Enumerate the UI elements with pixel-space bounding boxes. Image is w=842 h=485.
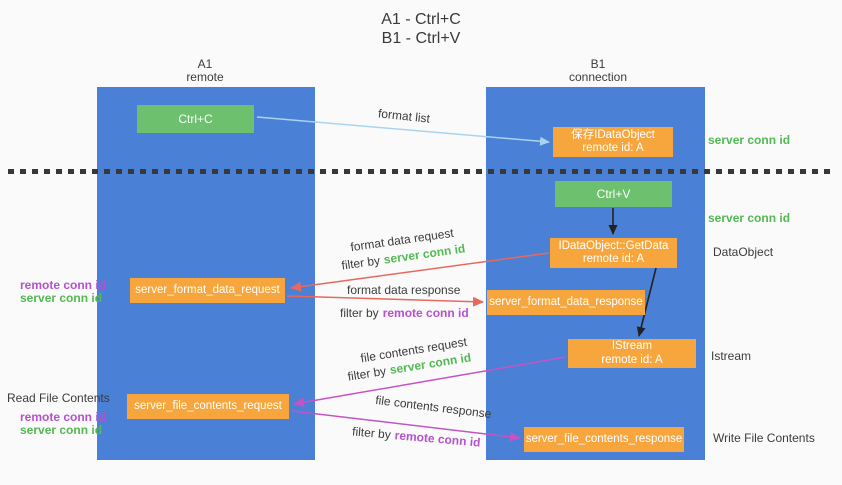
filter-by-remote-conn-id: remote conn id <box>394 428 482 450</box>
node-server-file-contents-response-label: server_file_contents_response <box>525 432 683 445</box>
node-istream-line2: remote id: A <box>601 353 663 366</box>
node-save-idataobject: 保存IDataObject remote id: A <box>553 127 673 157</box>
filter-by-remote-conn-id: remote conn id <box>382 306 469 320</box>
label-format-list: format list <box>377 106 431 126</box>
diagram-title: A1 - Ctrl+C B1 - Ctrl+V <box>0 10 842 48</box>
node-save-idataobject-line2: remote id: A <box>582 142 644 154</box>
node-getdata-line1: IDataObject::GetData <box>558 239 669 252</box>
label-read-file-contents: Read File Contents <box>7 391 110 405</box>
node-server-file-contents-response: server_file_contents_response <box>524 427 684 452</box>
filter-by-text: filter by <box>351 424 392 442</box>
label-format-data-response: format data response <box>347 283 461 297</box>
filter-by-text: filter by <box>340 253 381 273</box>
title-line-2: B1 - Ctrl+V <box>381 30 461 47</box>
node-ctrl-c-label: Ctrl+C <box>178 112 213 126</box>
node-server-format-data-response-label: server_format_data_response <box>489 295 643 308</box>
node-server-file-contents-request: server_file_contents_request <box>127 394 289 419</box>
node-ctrl-v: Ctrl+V <box>555 181 672 207</box>
lifeline-a1-role: remote <box>186 70 224 84</box>
lifeline-a1-name: A1 <box>197 57 213 71</box>
lifeline-header-b1: B1 connection <box>533 58 663 84</box>
label-server-conn-id-4: server conn id <box>20 423 103 437</box>
title-line-1: A1 - Ctrl+C <box>381 11 461 28</box>
label-server-conn-id-3: server conn id <box>20 291 103 305</box>
node-server-format-data-request: server_format_data_request <box>130 278 285 303</box>
dashed-divider <box>8 169 836 174</box>
node-istream-line1: IStream <box>611 340 653 352</box>
node-istream: IStream remote id: A <box>568 339 696 368</box>
node-ctrl-c: Ctrl+C <box>137 105 254 133</box>
lifeline-b1-role: connection <box>568 70 628 84</box>
lifeline-b1-name: B1 <box>590 57 606 71</box>
node-server-file-contents-request-label: server_file_contents_request <box>134 399 282 412</box>
filter-by-text: filter by <box>346 363 388 384</box>
label-dataobject: DataObject <box>713 245 774 259</box>
label-remote-conn-id-2: remote conn id <box>20 410 107 424</box>
label-file-contents-response: file contents response <box>374 392 493 422</box>
node-server-format-data-request-label: server_format_data_request <box>135 283 280 296</box>
node-idataobject-getdata: IDataObject::GetData remote id: A <box>550 238 677 268</box>
node-getdata-line2: remote id: A <box>582 253 645 265</box>
label-remote-conn-id-1: remote conn id <box>20 278 107 292</box>
label-istream: Istream <box>711 349 752 363</box>
label-server-conn-id-1: server conn id <box>708 133 791 147</box>
node-ctrl-v-label: Ctrl+V <box>596 187 631 201</box>
label-write-file-contents: Write File Contents <box>713 431 815 445</box>
node-save-idataobject-line1: 保存IDataObject <box>571 128 655 141</box>
label-server-conn-id-2: server conn id <box>708 211 791 225</box>
filter-by-text: filter by <box>340 306 379 320</box>
lifeline-header-a1: A1 remote <box>140 58 270 84</box>
node-server-format-data-response: server_format_data_response <box>487 290 645 315</box>
